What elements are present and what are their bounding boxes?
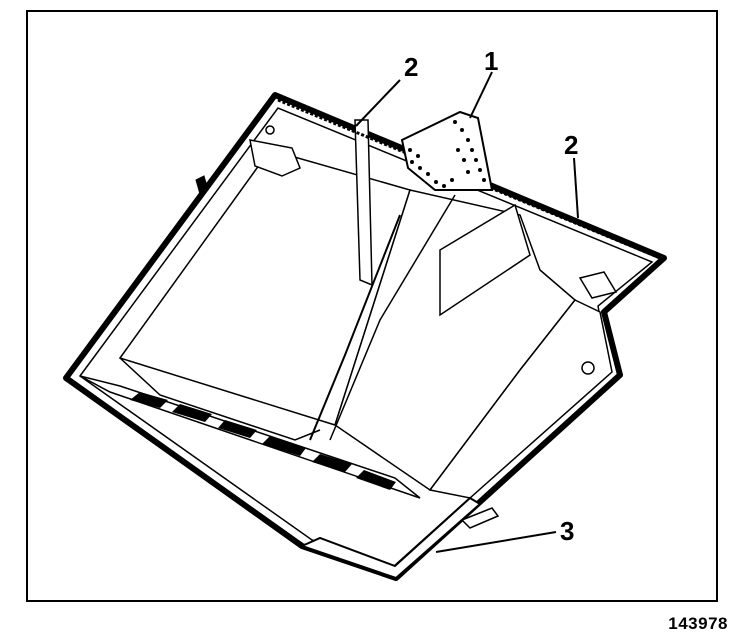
callout-2-right: 2 <box>564 130 578 160</box>
figure-number: 143978 <box>668 614 728 633</box>
lower-lip <box>299 496 482 580</box>
left-mounting-boss <box>249 139 301 177</box>
left-seal-strip <box>354 119 373 287</box>
callout-3: 3 <box>560 516 574 546</box>
right-shelf <box>428 299 613 499</box>
left-side-clip <box>195 175 209 195</box>
left-hole <box>265 125 275 135</box>
foam-texture <box>408 120 486 188</box>
callout-2-left: 2 <box>404 52 418 82</box>
left-floor-edge <box>119 357 321 441</box>
right-screw <box>581 361 595 375</box>
right-ridge <box>329 194 456 441</box>
lip-slots <box>130 392 396 490</box>
leader-1 <box>469 71 493 119</box>
callout-1: 1 <box>484 46 498 76</box>
right-bracket <box>578 271 618 299</box>
center-ridge <box>309 214 401 441</box>
leader-2b <box>573 157 579 219</box>
leader-3 <box>435 531 557 553</box>
leader-2a <box>355 79 401 127</box>
damper-flap <box>439 203 531 317</box>
foam-pad <box>400 110 494 191</box>
lower-clip <box>460 507 500 529</box>
